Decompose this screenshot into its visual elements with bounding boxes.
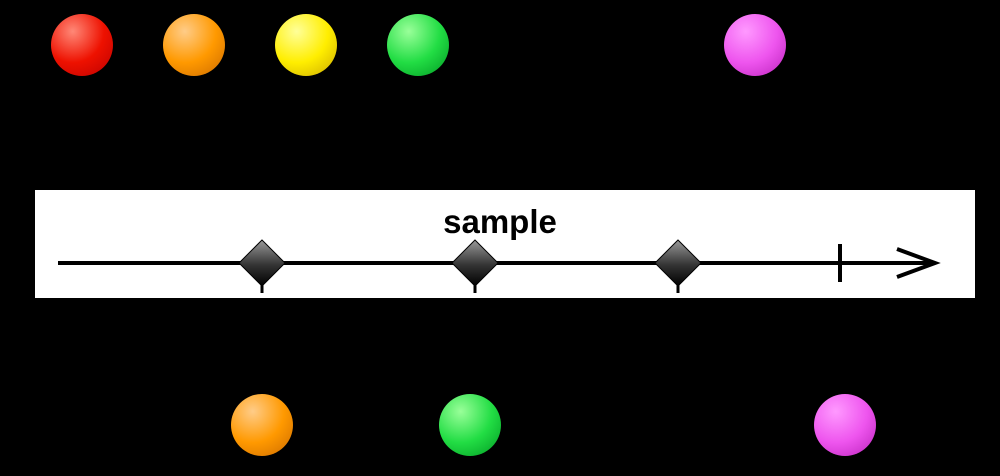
- orange-ball: [163, 14, 225, 76]
- green-ball: [387, 14, 449, 76]
- green-ball: [439, 394, 501, 456]
- sample-marker-diamond-icon: [654, 239, 702, 287]
- sample-marker-diamond-icon: [238, 239, 286, 287]
- sample-marker-diamond-icon: [451, 239, 499, 287]
- timeline-arrowhead-icon: [896, 247, 941, 279]
- timeline: [58, 239, 941, 293]
- red-ball: [51, 14, 113, 76]
- operator-label: sample: [443, 203, 557, 240]
- magenta-ball: [814, 394, 876, 456]
- yellow-ball: [275, 14, 337, 76]
- operator-box: sample: [35, 190, 975, 298]
- magenta-ball: [724, 14, 786, 76]
- orange-ball: [231, 394, 293, 456]
